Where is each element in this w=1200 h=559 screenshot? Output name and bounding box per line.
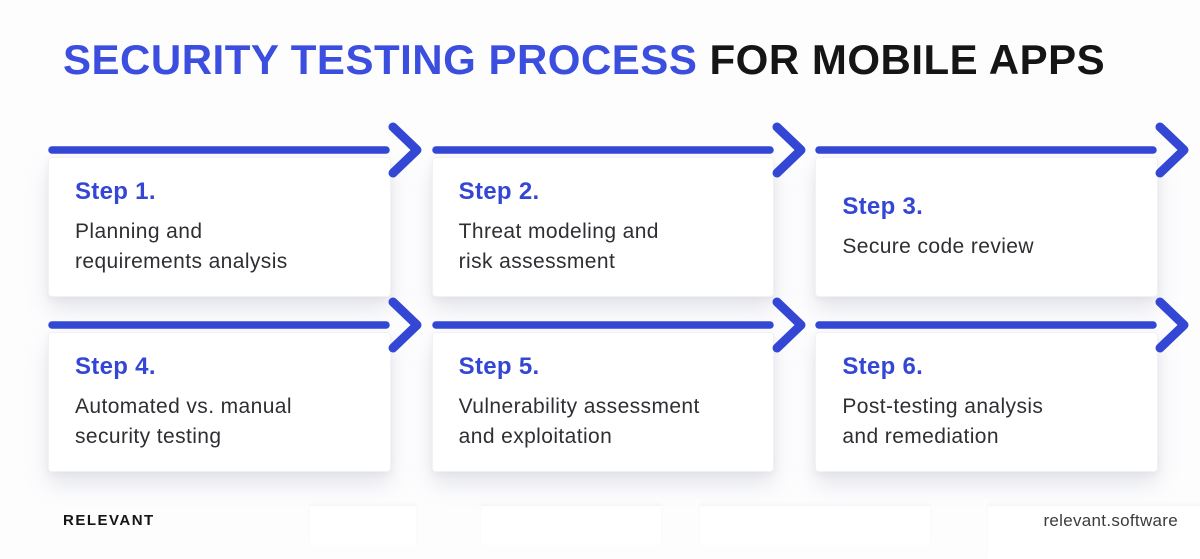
step-cell-3: Step 3. Secure code review <box>815 122 1189 297</box>
cropped-ghost-card <box>700 505 930 545</box>
step-description: Vulnerability assessment and exploitatio… <box>458 394 700 448</box>
step-description: Secure code review <box>842 234 1034 258</box>
step-label: Step 4. <box>75 352 156 380</box>
step-label: Step 3. <box>842 192 924 220</box>
page-title: SECURITY TESTING PROCESS FOR MOBILE APPS <box>63 36 1105 84</box>
step-description: Post-testing analysis and remediation <box>842 394 1044 448</box>
step-cell-5: Step 5. Vulnerability assessment and exp… <box>431 297 806 472</box>
step-card: Step 5. Vulnerability assessment and exp… <box>431 332 775 472</box>
step-label: Step 2. <box>458 177 540 205</box>
step-label: Step 1. <box>75 177 156 205</box>
step-card: Step 2. Threat modeling and risk assessm… <box>431 157 775 297</box>
step-card: Step 6. Post-testing analysis and remedi… <box>815 332 1158 472</box>
brand-logo: RELEVANT <box>63 512 155 529</box>
step-label: Step 6. <box>842 352 924 380</box>
step-description: Threat modeling and risk assessment <box>458 219 659 273</box>
page-title-highlight: SECURITY TESTING PROCESS <box>63 36 698 83</box>
step-cell-4: Step 4. Automated vs. manual security te… <box>48 297 422 472</box>
step-card: Step 1. Planning and requirements analys… <box>48 157 391 297</box>
step-cell-1: Step 1. Planning and requirements analys… <box>48 122 422 297</box>
step-cell-2: Step 2. Threat modeling and risk assessm… <box>431 122 806 297</box>
cropped-ghost-card <box>988 505 1200 559</box>
step-description: Planning and requirements analysis <box>75 219 288 273</box>
step-label: Step 5. <box>458 352 540 380</box>
step-card: Step 3. Secure code review <box>815 157 1158 297</box>
website-text: relevant.software <box>1043 511 1178 530</box>
step-card: Step 4. Automated vs. manual security te… <box>48 332 391 472</box>
cropped-ghost-card <box>310 505 416 545</box>
step-cell-6: Step 6. Post-testing analysis and remedi… <box>815 297 1189 472</box>
cropped-ghost-card <box>481 505 661 545</box>
step-description: Automated vs. manual security testing <box>75 394 292 448</box>
page-title-rest: FOR MOBILE APPS <box>697 36 1106 83</box>
steps-grid: Step 1. Planning and requirements analys… <box>48 122 1189 472</box>
